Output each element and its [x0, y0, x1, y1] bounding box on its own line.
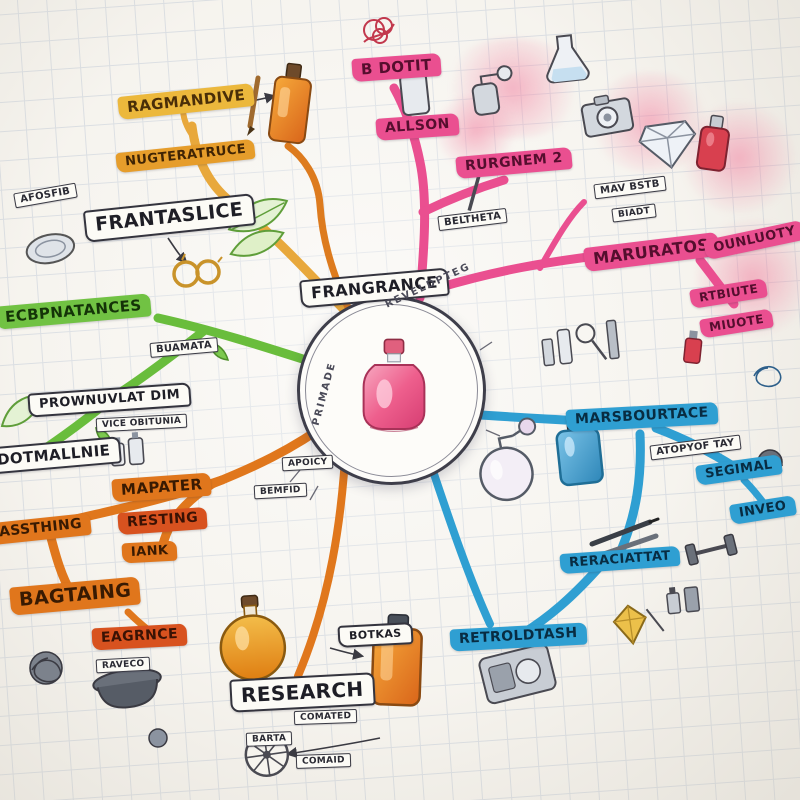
- mini-red-bottle-icon: [683, 330, 703, 364]
- scribble-ball-icon: [753, 365, 782, 388]
- dumbbell-icon: [684, 533, 738, 566]
- gold-rings-icon: [172, 253, 223, 288]
- cosmetics-set-icon: [541, 319, 620, 367]
- orange-node-3: IANK: [121, 540, 178, 564]
- blue-node-7: BOTKAS: [337, 622, 414, 648]
- orange-node-7: RAVECO: [95, 656, 151, 674]
- circle-rays: [289, 341, 501, 501]
- round-flask-icon: [219, 594, 287, 681]
- atomizer-icon: [479, 417, 537, 502]
- center-perfume-bottle-icon: [362, 338, 426, 432]
- orange-node-9: COMATED: [293, 708, 358, 726]
- atomizer-top-icon: [471, 65, 513, 116]
- center-node: [297, 296, 486, 485]
- thread-knot-icon: [363, 17, 395, 44]
- media-device-icon: [478, 643, 557, 705]
- diamond-icon: [638, 120, 697, 170]
- red-bottle-icon: [695, 114, 730, 172]
- flask-icon: [546, 34, 590, 84]
- scribble-ball-icon: [148, 728, 168, 748]
- center-tag-2: BEMFID: [253, 482, 308, 500]
- orange-bottle-icon: [268, 62, 312, 145]
- blue-node-8: COMAID: [295, 753, 352, 769]
- coin-icon: [25, 233, 76, 265]
- orange-node-10: BARTA: [245, 731, 293, 747]
- camera-icon: [580, 94, 635, 138]
- center-tag-1: APOICY: [281, 454, 334, 472]
- mini-sprays-icon: [666, 586, 701, 615]
- scribble-ball-icon: [29, 651, 63, 685]
- trinket-icon: [612, 604, 665, 646]
